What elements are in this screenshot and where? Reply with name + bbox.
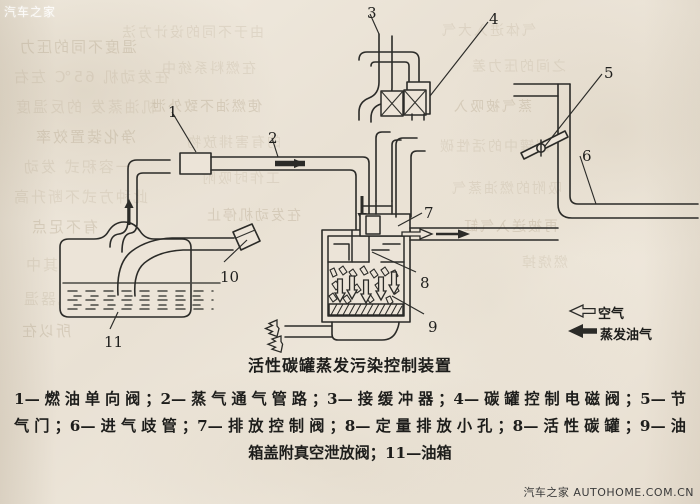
canister-control-solenoid-valve-4 — [358, 51, 431, 121]
caption-line-3: 箱盖附真空泄放阀；11—油箱 — [248, 444, 452, 462]
figure-title: 活性碳罐蒸发污染控制装置 — [247, 356, 452, 375]
activated-carbon-canister-9 — [321, 229, 411, 341]
legend-arrows — [568, 303, 597, 339]
throttle-valve-5 — [520, 130, 569, 160]
caption-line-2: 气门；6—进气歧管；7—排放控制阀；8—定量排放小孔；8—活性碳罐；9—油 — [14, 417, 686, 435]
filler-neck-and-cap-10 — [116, 223, 261, 297]
callout-leader-lines — [109, 13, 603, 330]
caption-line-1: 1—燃油单向阀；2—蒸气通气管路；3—接缓冲器；4—碳罐控制电磁阀；5—节 — [14, 390, 686, 408]
purge-control-valve-7 — [359, 200, 559, 241]
hollow-arrow-icon — [568, 303, 596, 319]
fuel-check-valve-1 — [179, 152, 212, 175]
solid-arrow-icon — [568, 324, 597, 339]
canister-to-solenoid-risers — [375, 131, 426, 218]
fresh-air-inlet — [263, 319, 333, 354]
vapor-vent-line-2 — [210, 156, 370, 231]
legend-air-label: 空气 — [598, 307, 625, 322]
legend-vapor-label: 蒸发油气 — [600, 328, 653, 343]
tank-vent-pipe-to-check-valve — [109, 159, 171, 253]
intake-manifold-6 — [513, 83, 699, 219]
figure-caption: 1—燃油单向阀；2—蒸气通气管路；3—接缓冲器；4—碳罐控制电磁阀；5—节 气门… — [14, 386, 686, 467]
fuel-tank-11 — [59, 221, 221, 318]
